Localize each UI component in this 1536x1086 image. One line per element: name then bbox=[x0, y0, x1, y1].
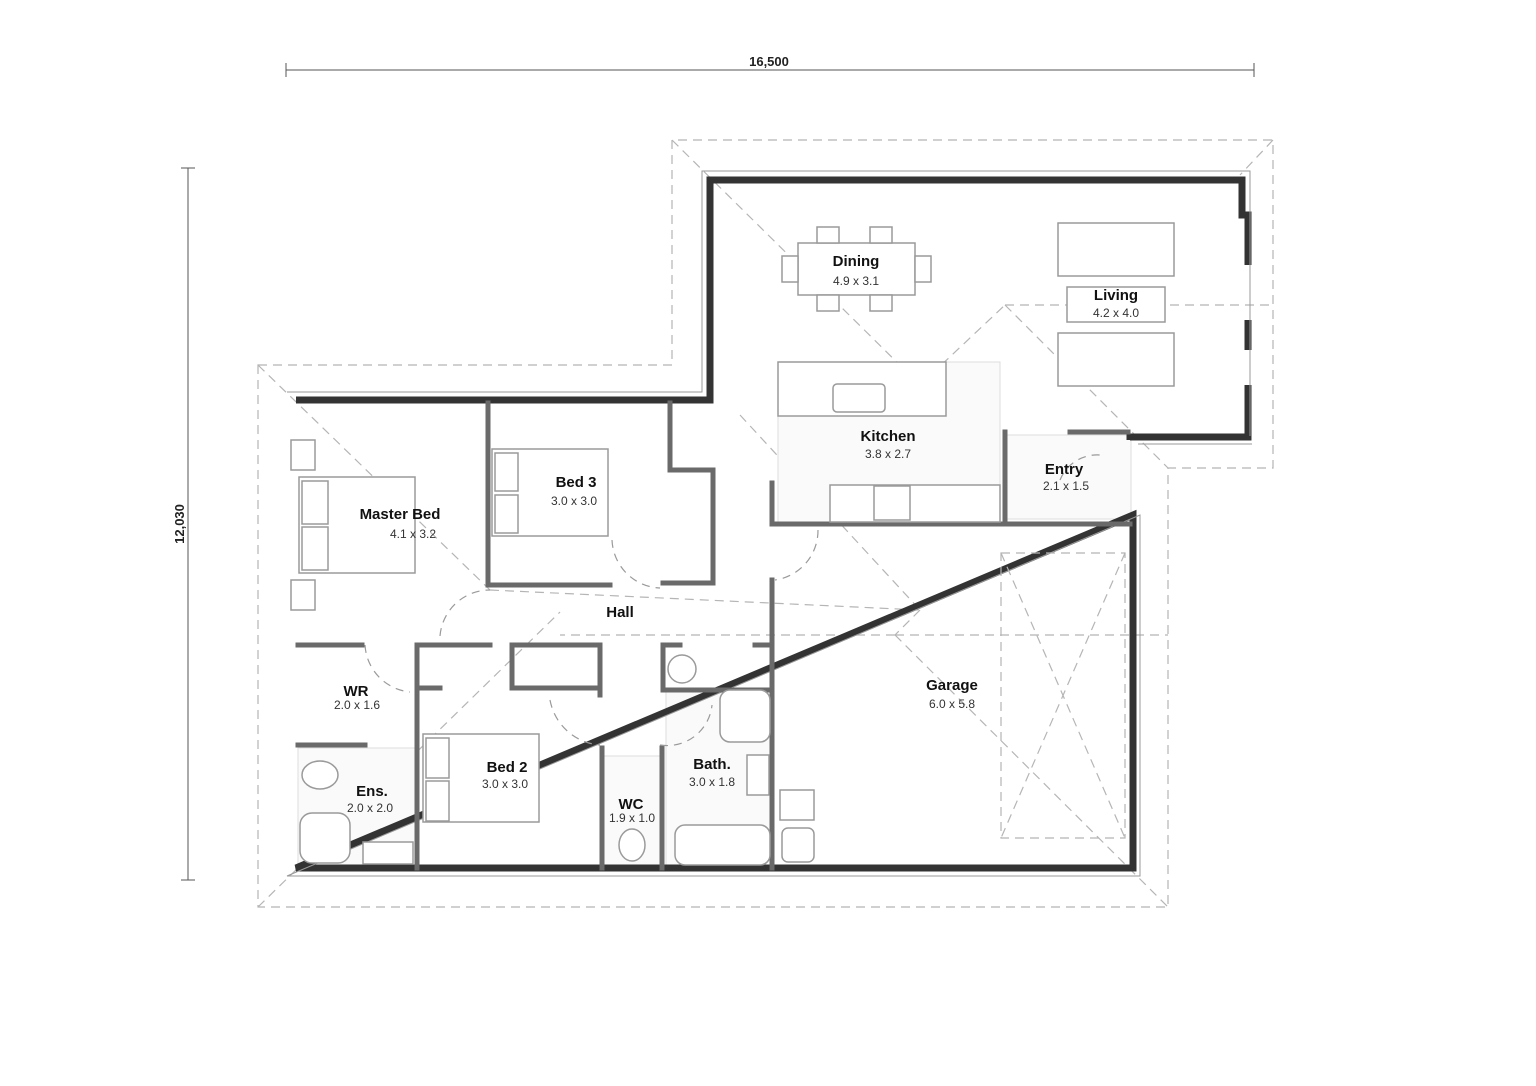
room-name: Ens. bbox=[356, 783, 388, 800]
room-size: 4.1 x 3.2 bbox=[390, 527, 436, 541]
interior-walls bbox=[295, 400, 1133, 871]
room-bath: Bath. 3.0 x 1.8 bbox=[689, 756, 735, 789]
roof-outline bbox=[257, 139, 1274, 908]
sofas bbox=[1057, 222, 1175, 387]
room-size: 4.2 x 4.0 bbox=[1093, 306, 1139, 320]
room-size: 3.8 x 2.7 bbox=[865, 447, 911, 461]
room-bed2: Bed 2 3.0 x 3.0 bbox=[482, 759, 528, 791]
room-name: WC bbox=[619, 796, 644, 813]
room-size: 3.0 x 3.0 bbox=[551, 494, 597, 508]
room-size: 2.1 x 1.5 bbox=[1043, 479, 1089, 493]
master-bed-furniture bbox=[290, 439, 416, 611]
room-name: Living bbox=[1094, 287, 1138, 304]
room-size: 4.9 x 3.1 bbox=[833, 274, 879, 288]
room-name: Garage bbox=[926, 677, 978, 694]
garage-door-outline bbox=[1000, 552, 1126, 839]
room-size: 2.0 x 2.0 bbox=[347, 801, 393, 815]
room-name: Bed 2 bbox=[487, 759, 528, 776]
room-name: Kitchen bbox=[860, 428, 915, 445]
depth-dimension: 12,030 bbox=[172, 167, 195, 881]
room-size: 1.9 x 1.0 bbox=[609, 811, 655, 825]
room-size: 6.0 x 5.8 bbox=[929, 697, 975, 711]
room-name: Bed 3 bbox=[556, 474, 597, 491]
room-bed3: Bed 3 3.0 x 3.0 bbox=[551, 474, 597, 508]
bed2-furniture bbox=[422, 733, 540, 823]
dining-table bbox=[781, 226, 932, 312]
room-size: 3.0 x 3.0 bbox=[482, 777, 528, 791]
room-name: Master Bed bbox=[360, 506, 441, 523]
room-master-bed: Master Bed 4.1 x 3.2 bbox=[360, 506, 441, 541]
width-label: 16,500 bbox=[749, 54, 789, 69]
room-kitchen: Kitchen 3.8 x 2.7 bbox=[860, 428, 915, 461]
room-entry: Entry 2.1 x 1.5 bbox=[1043, 461, 1089, 493]
bathroom-fixtures bbox=[299, 654, 815, 866]
room-name: Entry bbox=[1045, 461, 1084, 478]
kitchen-island bbox=[777, 361, 1001, 523]
room-hall: Hall bbox=[606, 604, 634, 621]
room-living: Living 4.2 x 4.0 bbox=[1093, 287, 1139, 320]
room-wc: WC 1.9 x 1.0 bbox=[609, 796, 655, 825]
bed3-furniture bbox=[491, 448, 609, 537]
room-name: Hall bbox=[606, 604, 634, 621]
room-garage: Garage 6.0 x 5.8 bbox=[926, 677, 978, 711]
exterior-wall bbox=[294, 176, 1252, 872]
exterior-wall-outer-line bbox=[286, 170, 1252, 877]
room-name: Bath. bbox=[693, 756, 731, 773]
room-dining: Dining 4.9 x 3.1 bbox=[833, 253, 880, 288]
living-label-box bbox=[1066, 286, 1166, 323]
width-dimension: 16,500 bbox=[285, 54, 1255, 77]
room-name: WR bbox=[344, 683, 369, 700]
room-wr: WR 2.0 x 1.6 bbox=[334, 683, 380, 712]
room-name: Dining bbox=[833, 253, 880, 270]
door-swings bbox=[364, 454, 1101, 747]
room-size: 3.0 x 1.8 bbox=[689, 775, 735, 789]
room-size: 2.0 x 1.6 bbox=[334, 698, 380, 712]
room-ens: Ens. 2.0 x 2.0 bbox=[347, 783, 393, 815]
depth-label: 12,030 bbox=[172, 504, 187, 544]
